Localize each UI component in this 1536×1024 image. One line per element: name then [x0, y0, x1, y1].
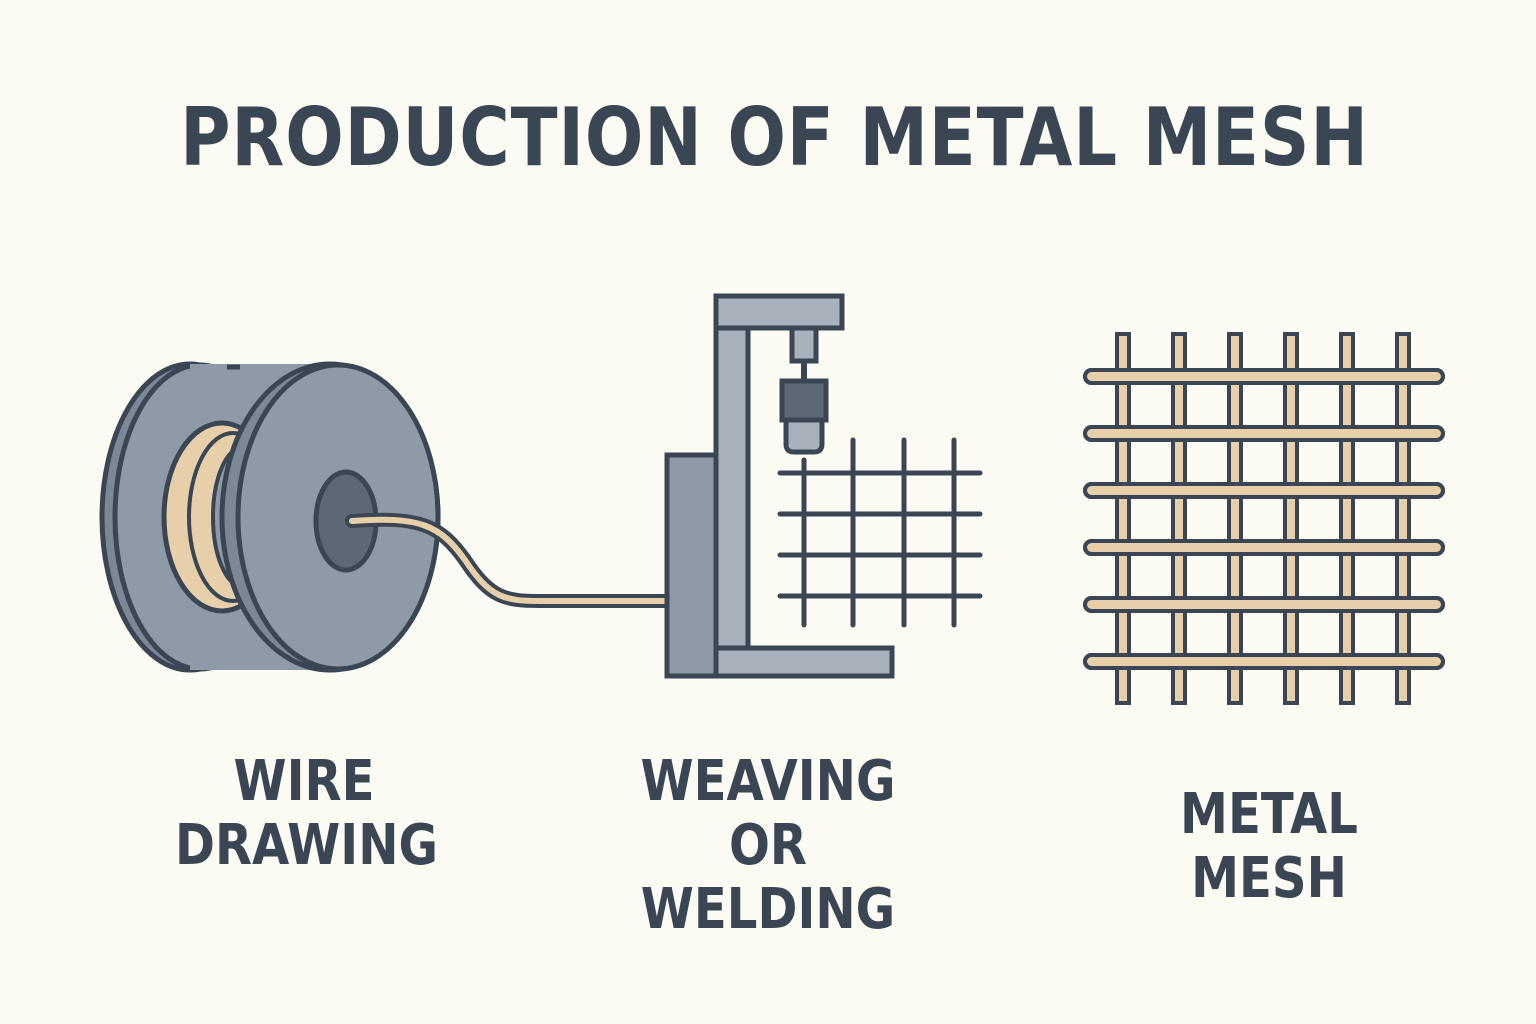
step-label-line: WIRE: [233, 749, 375, 814]
step-label-wire-drawing: WIRE DRAWING: [175, 749, 439, 878]
step-label-metal-mesh: METAL MESH: [1097, 783, 1441, 911]
step-label-line: OR WELDING: [640, 813, 896, 942]
metal-mesh-icon: [1083, 332, 1445, 705]
step-label-line: DRAWING: [175, 813, 439, 878]
step-label-weaving-welding: WEAVING OR WELDING: [596, 750, 940, 942]
page-title: PRODUCTION OF METAL MESH: [180, 91, 1369, 184]
mesh-in-progress: [777, 437, 983, 628]
welding-machine-icon: [664, 293, 983, 679]
wire-spool-icon: [99, 361, 677, 673]
step-label-line: METAL MESH: [1180, 782, 1358, 911]
step-label-line: WEAVING: [640, 749, 896, 814]
